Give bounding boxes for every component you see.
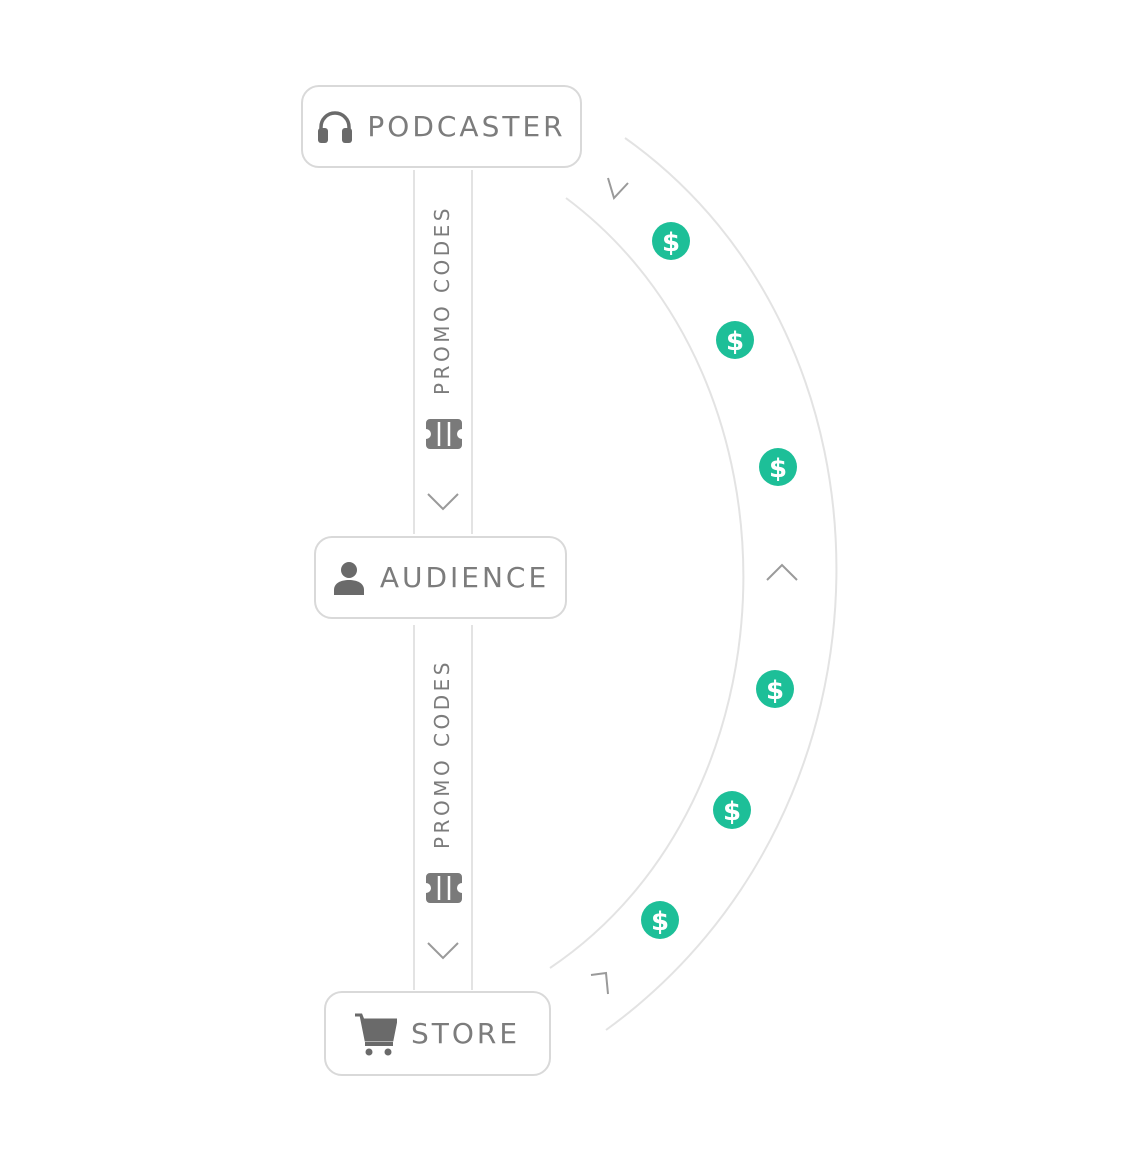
podcaster-node: PODCASTER — [301, 85, 582, 168]
dollar-coin-icon: $ — [716, 321, 754, 359]
promo-codes-label: PROMO CODES — [430, 205, 454, 395]
promo-codes-label: PROMO CODES — [430, 659, 454, 849]
svg-text:$: $ — [723, 797, 741, 827]
chevron-up-right-icon — [590, 971, 609, 995]
money-arc-inner — [549, 197, 745, 969]
store-label: STORE — [410, 1017, 521, 1050]
person-icon — [332, 561, 366, 595]
dollar-coin-icon: $ — [759, 448, 797, 486]
store-node: STORE — [324, 991, 551, 1076]
svg-text:$: $ — [769, 454, 787, 484]
svg-text:$: $ — [766, 676, 784, 706]
ticket-icon — [426, 873, 462, 903]
svg-text:$: $ — [726, 327, 744, 357]
dollar-coin-icon: $ — [713, 791, 751, 829]
dollar-coin-icon: $ — [641, 901, 679, 939]
shopping-cart-icon — [354, 1012, 397, 1056]
chevron-down-icon — [427, 493, 459, 511]
podcaster-label: PODCASTER — [367, 110, 566, 143]
dollar-coin-icon: $ — [756, 670, 794, 708]
dollar-coin-icon: $ — [652, 222, 690, 260]
chevron-down-icon — [427, 942, 459, 960]
ticket-icon — [426, 419, 462, 449]
audience-label: AUDIENCE — [379, 561, 550, 594]
audience-node: AUDIENCE — [314, 536, 567, 619]
svg-text:$: $ — [662, 228, 680, 258]
svg-text:$: $ — [651, 907, 669, 937]
chevron-up-left-icon — [607, 177, 629, 200]
chevron-up-icon — [766, 563, 798, 581]
money-arc-outer — [605, 137, 838, 1031]
headphones-icon — [317, 110, 353, 144]
